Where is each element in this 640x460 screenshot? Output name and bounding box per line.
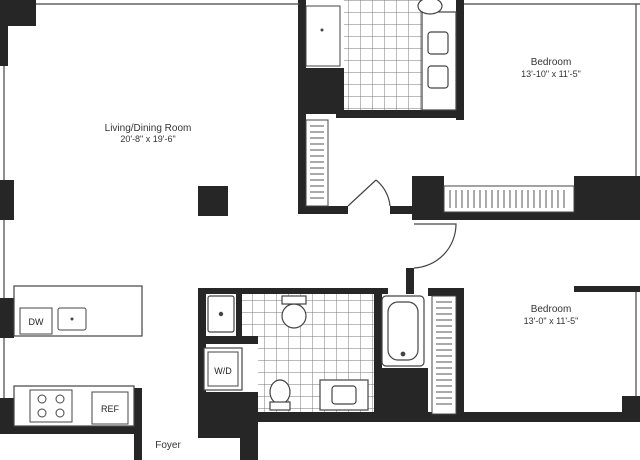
kitchen-counter: REF <box>13 385 135 427</box>
wall-entry-left <box>240 430 258 460</box>
wall-kitchen-bottom <box>0 426 140 434</box>
wall-bath2-top <box>198 288 388 294</box>
burner-icon <box>37 408 47 418</box>
bath1-vanity <box>417 0 457 111</box>
outlines <box>3 3 640 398</box>
toilet-icon <box>281 303 307 329</box>
wall-kitchen-right <box>134 388 142 460</box>
washer-dryer: W/D <box>203 347 243 391</box>
wall-bath1-right <box>456 0 464 120</box>
bath1-door-strip <box>305 5 341 67</box>
wall-bed2-top <box>428 288 464 296</box>
burner-icon <box>37 394 47 404</box>
wall-wd-divider <box>198 336 258 344</box>
wall-bed2-left <box>456 288 464 414</box>
wall-bath1-block <box>304 68 344 114</box>
wall-left-upper <box>0 26 8 66</box>
toilet-icon <box>417 0 443 15</box>
dw-label: DW <box>29 317 44 327</box>
wall-bath1-bottom <box>336 110 464 118</box>
kitchen-island: DW <box>13 285 143 337</box>
wall-right-bottom <box>622 396 640 416</box>
bedroom1-name: Bedroom <box>531 57 572 68</box>
wall-bath1-left <box>298 0 306 214</box>
wd-label: W/D <box>214 366 232 376</box>
range <box>29 389 73 423</box>
living-room-dims: 20'-8" x 19'-6" <box>120 134 175 144</box>
column <box>198 186 228 216</box>
sink-icon <box>427 65 449 89</box>
bedroom2-name: Bedroom <box>531 304 572 315</box>
wall-bed1-bottom <box>444 212 574 220</box>
doors <box>347 179 457 269</box>
sink-icon <box>427 31 449 55</box>
wall-bed1-block-left <box>412 176 444 220</box>
bedroom2-dims: 13'-0" x 11'-5" <box>524 316 579 326</box>
bath1-tile-floor <box>344 0 422 110</box>
wall-left-pier-3 <box>0 398 14 426</box>
dishwasher <box>19 307 53 335</box>
foyer-name: Foyer <box>155 440 181 451</box>
closet-bedroom1 <box>443 185 575 213</box>
ref-label: REF <box>101 404 120 414</box>
bath2-fixtures <box>207 295 425 411</box>
wall-bath2-left <box>198 288 206 438</box>
closet-bedroom2 <box>431 295 457 415</box>
burner-icon <box>55 394 65 404</box>
wall-corridor-right <box>390 206 414 214</box>
bedroom1-dims: 13'-10" x 11'-5" <box>521 69 581 79</box>
closet-left <box>305 119 329 207</box>
wall-closet1-bottom <box>298 206 348 214</box>
burner-icon <box>55 408 65 418</box>
wall-bed2-top-right <box>574 286 640 292</box>
wall-left-pier-1 <box>0 180 14 220</box>
toilet-icon <box>269 379 291 405</box>
wall-bath2-inner <box>236 292 242 336</box>
wall-bed1-block-right <box>574 176 640 220</box>
refrigerator <box>91 391 129 425</box>
wall-corridor-left <box>406 268 414 294</box>
living-room-name: Living/Dining Room <box>105 123 192 134</box>
wall-bottom-right <box>256 412 640 422</box>
wall-left-top <box>0 0 36 26</box>
wall-left-pier-2 <box>0 298 14 338</box>
wall-bath3-block <box>374 368 428 414</box>
wall-bath3-right <box>374 292 382 412</box>
bath2-tile-floor-top <box>242 294 374 336</box>
